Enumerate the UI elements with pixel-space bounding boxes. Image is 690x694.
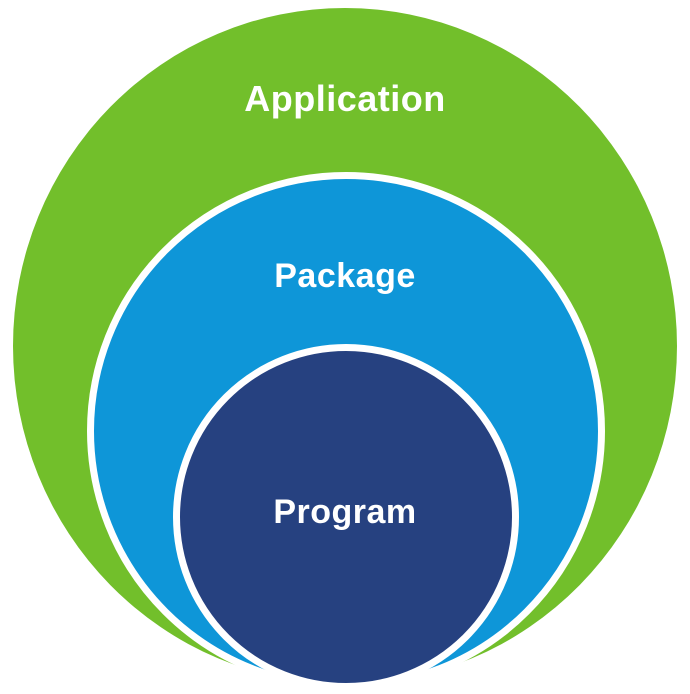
program-label: Program (273, 493, 417, 531)
package-label: Package (274, 257, 416, 295)
program-circle (173, 344, 519, 690)
application-label: Application (244, 78, 446, 119)
